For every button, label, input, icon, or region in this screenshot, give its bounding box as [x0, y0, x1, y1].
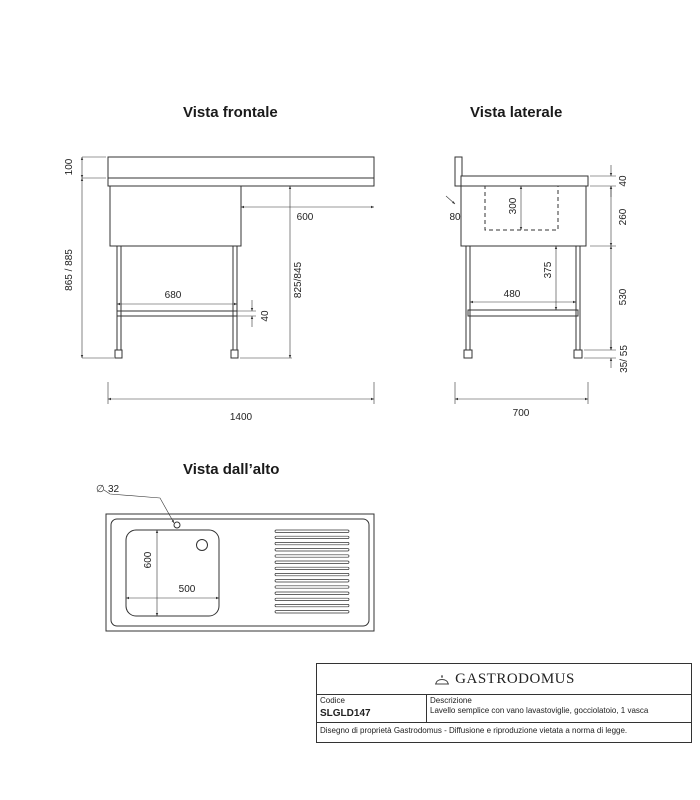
drainer-groove [274, 542, 350, 546]
front-dim-drainer-width: 600 [297, 212, 314, 223]
top-drain [196, 539, 208, 551]
front-view [80, 156, 375, 404]
drainer-groove [274, 610, 350, 614]
side-shelf [467, 309, 579, 317]
title-block: GASTRODOMUS Codice SLGLD147 Descrizione … [316, 663, 692, 743]
top-dim-hole-diameter: 32 [108, 484, 120, 495]
drainer-groove [274, 548, 350, 552]
front-sink-cabinet [109, 185, 242, 247]
top-view [103, 489, 375, 632]
side-dim-foot-adjust: 35/ 55 [619, 345, 630, 373]
side-dim-total-depth: 700 [513, 408, 530, 419]
brand-row: GASTRODOMUS [317, 664, 691, 695]
top-dim-hole-diameter-symbol: ∅ [96, 484, 105, 495]
side-basin-hidden [484, 185, 559, 231]
side-dim-basin-depth: 300 [508, 197, 519, 214]
description-label: Descrizione [430, 696, 472, 705]
brand-name: GASTRODOMUS [455, 670, 575, 687]
side-worktop [460, 175, 589, 187]
code-label: Codice [320, 696, 345, 705]
side-cabinet [460, 185, 587, 247]
side-dim-leg-span: 480 [504, 289, 521, 300]
top-dim-basin-width: 500 [179, 584, 196, 595]
top-outer-edge [105, 513, 375, 632]
side-dim-cabinet-height: 260 [618, 208, 629, 225]
drainer-groove [274, 573, 350, 577]
drainer-groove [274, 591, 350, 595]
drainer-groove [274, 579, 350, 583]
description-cell: Descrizione Lavello semplice con vano la… [427, 694, 691, 722]
top-drainer-grooves [274, 529, 350, 614]
front-backsplash [107, 156, 375, 179]
front-dim-leg-span: 680 [165, 290, 182, 301]
drainer-groove [274, 604, 350, 608]
drainer-groove [274, 566, 350, 570]
code-description-row: Codice SLGLD147 Descrizione Lavello semp… [317, 694, 691, 723]
cloche-icon [435, 675, 450, 685]
top-view-title: Vista dall’alto [183, 461, 280, 478]
front-view-title: Vista frontale [183, 104, 278, 121]
code-value: SLGLD147 [320, 708, 371, 719]
description-value: Lavello semplice con vano lavastoviglie,… [430, 706, 649, 715]
side-view-title: Vista laterale [470, 104, 563, 121]
side-dim-shelf-clearance: 375 [543, 261, 554, 278]
drainer-groove [274, 560, 350, 564]
front-dim-total-width: 1400 [230, 412, 253, 423]
top-dim-basin-length: 600 [143, 551, 154, 568]
side-dim-leg-height: 530 [618, 288, 629, 305]
drainer-groove [274, 554, 350, 558]
ownership-note: Disegno di proprietà Gastrodomus - Diffu… [320, 726, 628, 735]
top-tap-hole [173, 521, 181, 529]
front-worktop [107, 177, 375, 187]
side-dim-backsplash-offset: 80 [449, 212, 461, 223]
code-cell: Codice SLGLD147 [317, 694, 427, 722]
drainer-groove [274, 597, 350, 601]
drainer-groove [274, 585, 350, 589]
drainer-groove [274, 535, 350, 539]
top-inner-edge [110, 518, 370, 627]
front-shelf [116, 310, 238, 317]
drainer-groove [274, 529, 350, 533]
front-dim-worktop-height: 825/845 [293, 261, 304, 298]
side-dim-worktop-thickness: 40 [618, 175, 629, 187]
front-dim-total-height: 865 / 885 [64, 249, 75, 291]
top-basin [125, 529, 220, 617]
front-dim-top-height: 100 [64, 158, 75, 175]
front-dim-shelf-thickness: 40 [260, 310, 271, 322]
side-view [445, 156, 616, 404]
